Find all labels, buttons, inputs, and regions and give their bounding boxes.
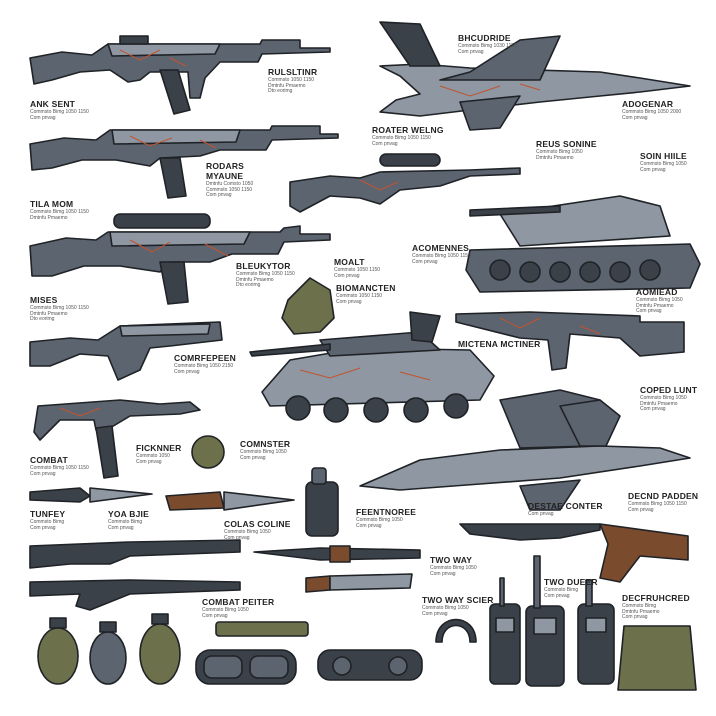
- label-feentnoree: FEENTNOREE Commsto Bimg 1050 Com pnvag: [356, 507, 417, 529]
- night-vision-binoculars: [317, 649, 423, 681]
- compact-rifle: [33, 399, 201, 479]
- lever-rifle: [459, 523, 689, 583]
- combat-knife-1: [29, 487, 153, 503]
- label-two-dueer: TWO DUEER Commsto Bimg Com pnvag: [544, 577, 598, 599]
- frag-grenade-3: [139, 613, 181, 685]
- label-destae: DESTAE CONTER Com pnvag: [528, 501, 603, 517]
- label-bhcudride: BHCUDRIDE Commsto Bimg 1030 1150 Com pnv…: [458, 33, 517, 55]
- label-bleukytor: BLEUKYTOR Commsto Bimg 1050 1150 Dmtnfu …: [236, 261, 295, 289]
- label-two-way-scer: TWO WAY SCIER Commsto Bimg 1050 Com pnva…: [422, 595, 494, 617]
- tactical-goggles: [195, 649, 297, 685]
- label-yoa: YOA BJIE Commsto Bimg Com pnvag: [108, 509, 149, 531]
- label-two-way: TWO WAY Commsto Bimg 1050 Com pnvag: [430, 555, 477, 577]
- label-coped: COPED LUNT Commsto Bimg 1050 Dmtnfu Pmae…: [640, 385, 698, 413]
- label-biomancten: BIOMANCTEN Commsto 1050 1150 Com pnvag: [336, 283, 396, 305]
- assault-rifle-1: [29, 35, 331, 115]
- label-comrepeen: COMRFEPEEN Commsto Bimg 1050 2150 Com pn…: [174, 353, 236, 375]
- label-comnster: COMNSTER Commsto Bimg 1050 Com pnvag: [240, 439, 291, 461]
- smoke-canister: [305, 467, 339, 537]
- label-aomiead: AOMIEAD Commsto Bimg 1050 Dmtnfu Pmaemo …: [636, 287, 683, 315]
- label-title: ANK SENT: [30, 99, 76, 109]
- fighter-jet-2: [359, 389, 691, 511]
- label-ank-sent: ANK SENT Commsto Bimg 1050 1150 Com pnva…: [30, 99, 89, 121]
- rocket-launcher: [29, 579, 241, 611]
- label-ficknner: FICKNNER Commsto 1050 Com pnvag: [136, 443, 182, 465]
- label-myaune: MYAUNE Dmtnfu Comsto 1050 Commsto 1050 1…: [206, 171, 254, 199]
- armored-vehicle: [249, 311, 495, 423]
- label-reus: REUS SONINE Commsto Bimg 1050 Dmtnfu Pma…: [536, 139, 597, 161]
- two-way-radio-2: [525, 555, 565, 687]
- bowie-knife: [165, 491, 295, 511]
- carbine-rifle: [455, 311, 685, 371]
- two-way-radio-1: [489, 577, 521, 685]
- scoped-rifle: [29, 213, 331, 305]
- label-mictena: MICTENA MCTINER: [458, 339, 541, 349]
- label-tunfey: TUNFEY Commsto Bimg Com pnvag: [30, 509, 66, 531]
- label-colas: COLAS COLINE Commsto Bimg 1050 Com pnvag: [224, 519, 291, 541]
- pump-shotgun: [29, 539, 241, 569]
- label-decfeurched: DECFRUHCRED Commsto Bimg Dmtnfu Pmaemo C…: [622, 593, 690, 621]
- label-roater: ROATER WELNG Commsto Bimg 1050 1150 Com …: [372, 125, 444, 147]
- knife-sheath: [215, 621, 309, 637]
- headset: [435, 618, 477, 643]
- utility-pouch: [617, 625, 697, 691]
- bayonet: [253, 545, 421, 563]
- sniper-rifle: [289, 153, 521, 213]
- land-mine: [191, 435, 225, 469]
- main-battle-tank: [465, 195, 701, 293]
- two-way-radio-3: [577, 579, 615, 685]
- machete: [305, 573, 413, 593]
- submachine-gun: [29, 321, 223, 381]
- label-adogenar: ADOGENAR Commsto Bimg 1050 2000 Com pnva…: [622, 99, 682, 121]
- label-moalt: MOALT Commsto 1050 1150 Com pnvag: [334, 257, 381, 279]
- label-rulsltin: RULSLTINR Commsto 1050 1150 Dmtnfu Pmaem…: [268, 67, 318, 95]
- frag-grenade-2: [89, 621, 127, 685]
- label-combat-peiter: COMBAT PEITER Commsto Bimg 1050 Com pnva…: [202, 597, 275, 619]
- frag-grenade-1: [37, 617, 79, 685]
- label-rodars: RODARS: [206, 161, 245, 171]
- label-tila: TILA MOM Commsto Bimg 1050 1150 Dmtnfu P…: [30, 199, 89, 221]
- label-soin: SOIN HIILE Commsto Bimg 1050 Com pnvag: [640, 151, 687, 173]
- label-decnd: DECND PADDEN Commsto Bimg 1050 1150 Com …: [628, 491, 699, 513]
- label-mises: MISES Commsto Bimg 1050 1150 Dmtnfu Pmae…: [30, 295, 89, 323]
- label-acomennes: ACOMENNES Commsto Bimg 1050 1150 Com pnv…: [412, 243, 471, 265]
- fighter-jet-1: [379, 21, 691, 131]
- label-combat: COMBAT Commsto Bimg 1050 1150 Com pnvag: [30, 455, 89, 477]
- assault-rifle-2: [29, 125, 339, 199]
- camo-pack: [281, 277, 335, 335]
